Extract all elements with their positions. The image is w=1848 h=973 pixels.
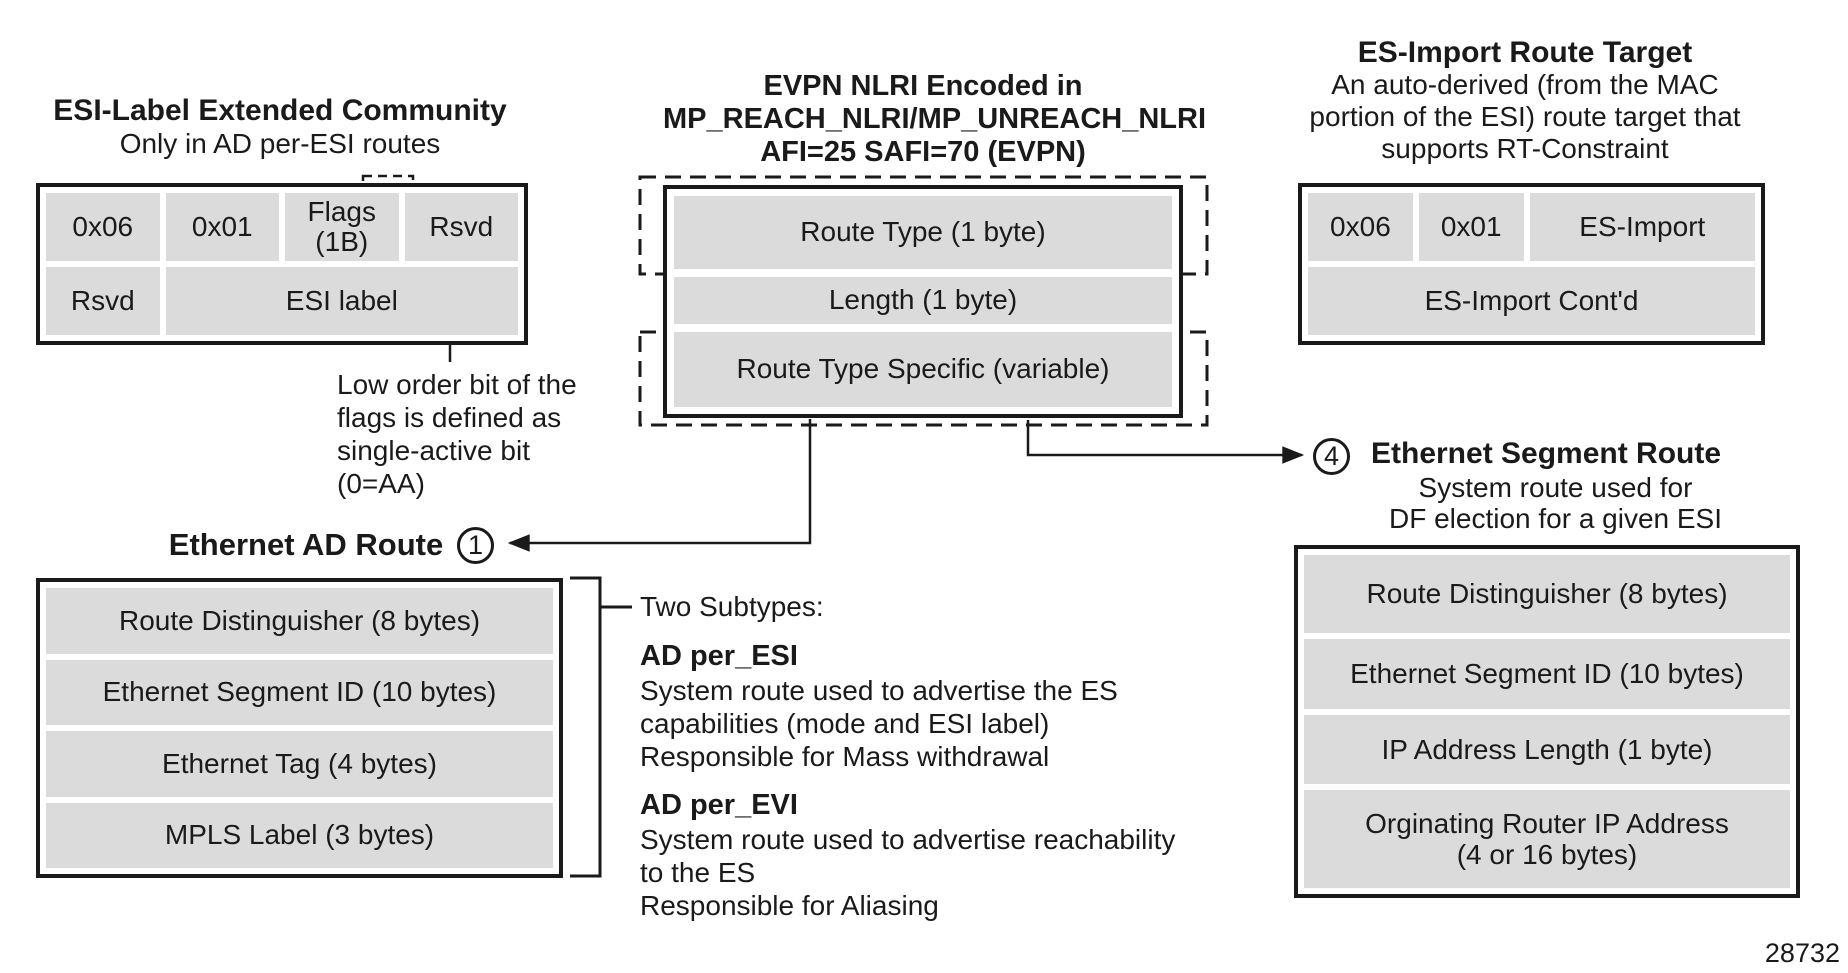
ethernet-segment-route-subtitle: System route used for DF election for a … (1388, 472, 1723, 534)
subtypes-bracket (570, 576, 632, 878)
field-esi-label: ESI label (165, 267, 518, 335)
ethernet-ad-route-title: Ethernet AD Route (168, 527, 444, 562)
field-subtype: 0x01 (1418, 193, 1524, 261)
ethernet-segment-route-table: Route Distinguisher (8 bytes) Ethernet S… (1294, 545, 1800, 898)
ad-per-evi-desc: System route used to advertise reachabil… (640, 824, 1176, 921)
flags-note: Low order bit of the flags is defined as… (337, 369, 577, 499)
esi-label-community-title: ESI-Label Extended Community (53, 94, 507, 127)
field-rsvd-1: Rsvd (404, 193, 518, 261)
es-import-rt-header: ES-Import Route Target An auto-derived (… (1280, 36, 1770, 165)
field-ethernet-segment-id: Ethernet Segment ID (10 bytes) (1304, 639, 1790, 709)
field-length: Length (1 byte) (674, 276, 1172, 324)
esi-label-community-header: ESI-Label Extended Community Only in AD … (30, 94, 530, 160)
es-import-rt-table: 0x06 0x01 ES-Import ES-Import Cont'd (1298, 183, 1765, 345)
field-mpls-label: MPLS Label (3 bytes) (46, 802, 553, 868)
es-import-rt-title: ES-Import Route Target (1357, 36, 1693, 69)
field-es-import-contd: ES-Import Cont'd (1308, 267, 1755, 335)
ethernet-segment-route-title: Ethernet Segment Route (1371, 437, 1722, 470)
field-flags: Flags (1B) (285, 193, 399, 261)
field-es-import: ES-Import (1529, 193, 1755, 261)
field-route-type: Route Type (1 byte) (674, 196, 1172, 269)
two-subtypes-heading: Two Subtypes: (640, 591, 824, 622)
evpn-nlri-title: EVPN NLRI Encoded in MP_REACH_NLRI/MP_UN… (663, 70, 1206, 168)
field-subtype: 0x01 (165, 193, 279, 261)
field-ethernet-segment-id: Ethernet Segment ID (10 bytes) (46, 659, 553, 725)
ad-per-esi-name: AD per_ESI (640, 640, 798, 672)
field-ip-address-length: IP Address Length (1 byte) (1304, 714, 1790, 785)
table-row: 0x06 0x01 Flags (1B) Rsvd (46, 193, 518, 261)
field-route-distinguisher: Route Distinguisher (8 bytes) (46, 588, 553, 654)
route-type-1-badge: 1 (457, 527, 494, 564)
evpn-nlri-box: Route Type (1 byte) Length (1 byte) Rout… (663, 185, 1183, 418)
field-type: 0x06 (46, 193, 160, 261)
field-type: 0x06 (1308, 193, 1413, 261)
field-route-distinguisher: Route Distinguisher (8 bytes) (1304, 555, 1790, 634)
field-rsvd-2: Rsvd (46, 267, 160, 335)
ad-per-evi-name: AD per_EVI (640, 789, 798, 821)
table-row: 0x06 0x01 ES-Import (1308, 193, 1755, 261)
esi-label-community-table: 0x06 0x01 Flags (1B) Rsvd Rsvd ESI label (36, 183, 528, 345)
esi-label-community-subtitle: Only in AD per-ESI routes (119, 128, 441, 159)
es-import-rt-subtitle: An auto-derived (from the MAC portion of… (1309, 69, 1741, 164)
ethernet-ad-route-table: Route Distinguisher (8 bytes) Ethernet S… (36, 578, 563, 878)
field-originating-router-ip: Orginating Router IP Address (4 or 16 by… (1304, 790, 1790, 888)
figure-number: 28732 (1764, 938, 1840, 968)
table-row: Rsvd ESI label (46, 267, 518, 335)
table-row: ES-Import Cont'd (1308, 267, 1755, 335)
ad-per-esi-desc: System route used to advertise the ES ca… (640, 675, 1118, 772)
connector-arrow-to-es-route (1026, 420, 1305, 464)
route-type-4-badge: 4 (1313, 438, 1350, 475)
field-route-type-specific: Route Type Specific (variable) (674, 331, 1172, 407)
field-ethernet-tag: Ethernet Tag (4 bytes) (46, 731, 553, 797)
